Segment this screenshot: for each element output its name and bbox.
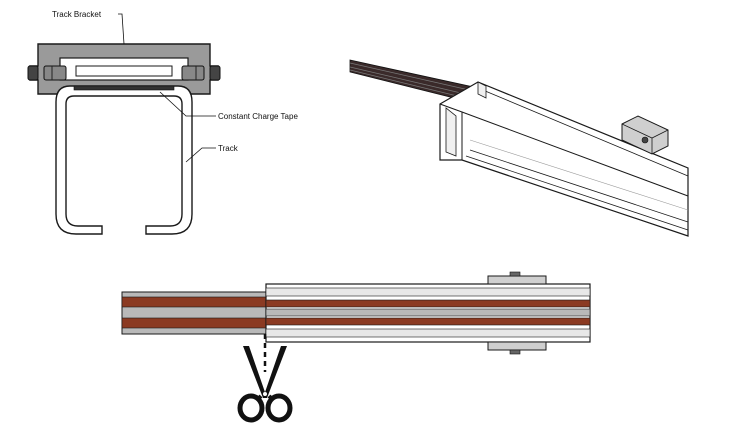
- constant-charge-tape: [73, 85, 175, 91]
- bracket-bolt-right: [181, 65, 221, 81]
- iso-bracket: [621, 115, 669, 155]
- label-track: Track: [218, 144, 239, 153]
- scissors-icon: [237, 346, 293, 423]
- track-section: [265, 283, 591, 343]
- bracket-bolt-left: [27, 65, 67, 81]
- track-cross-section: Track Bracket Constant Charge Tape Track: [27, 10, 298, 235]
- cut-view-bracket-bottom: [487, 341, 547, 355]
- cut-view-bracket-top: [487, 271, 547, 285]
- tape-exposed: [121, 291, 267, 335]
- track-profile: [55, 85, 193, 235]
- label-constant-charge-tape: Constant Charge Tape: [218, 112, 298, 121]
- label-track-bracket: Track Bracket: [52, 10, 102, 19]
- tape-cut-view: [121, 271, 591, 372]
- track-isometric-view: [349, 59, 689, 237]
- iso-track-body: [439, 81, 689, 237]
